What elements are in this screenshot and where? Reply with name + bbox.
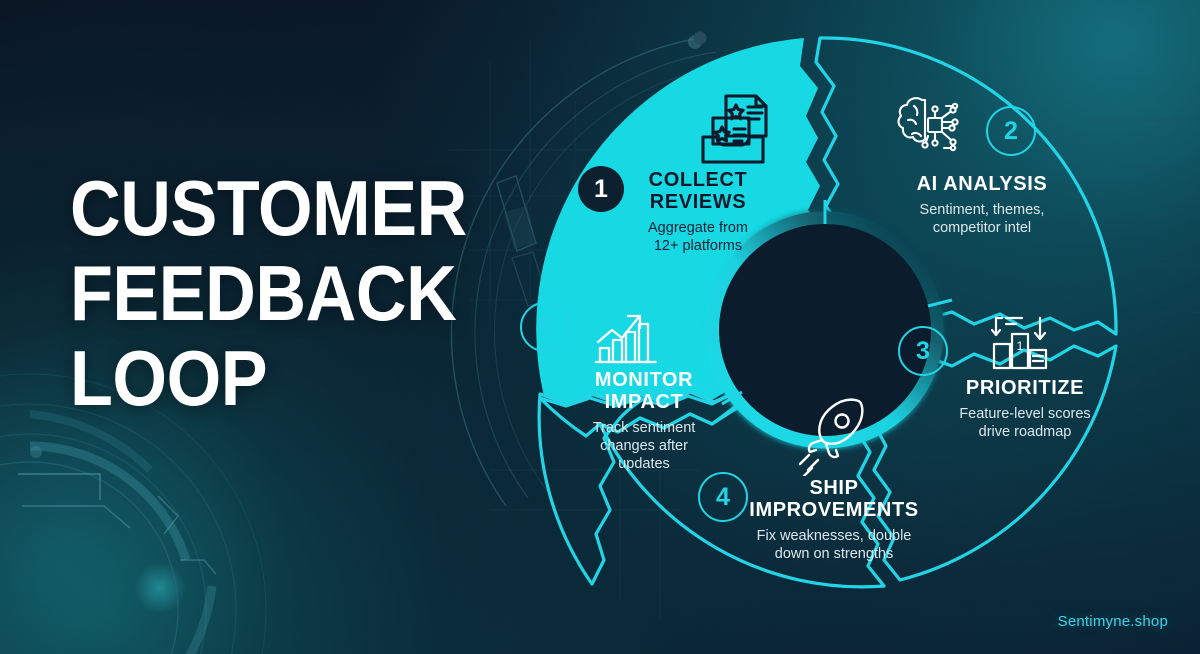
step-3-number: 3	[916, 336, 930, 365]
wheel-hub-core	[719, 224, 931, 436]
step-1-number-badge: 1	[578, 166, 624, 212]
step-3-desc-line-1: Feature-level scores	[959, 405, 1091, 422]
step-4-title-line-1: SHIP	[809, 477, 859, 499]
step-1-title-line-2: REVIEWS	[649, 190, 747, 213]
tech-arc-decor-wheel	[450, 37, 745, 507]
step-1-title-line-1: COLLECT	[648, 169, 748, 191]
step-5-number: 5	[538, 312, 552, 341]
step-5-desc: Track sentiment changes after updates	[548, 419, 740, 474]
step-2-title-line-1: AI ANALYSIS	[916, 173, 1048, 195]
step-3-title: PRIORITIZE	[930, 377, 1120, 400]
step-2-number-badge: 2	[986, 106, 1036, 156]
step-1-number: 1	[594, 174, 608, 203]
step-5-title-line-1: MONITOR	[594, 369, 694, 391]
step-5-desc-line-2: changes after	[600, 437, 688, 454]
step-4-text-block: SHIP IMPROVEMENTS Fix weaknesses, double…	[716, 477, 952, 564]
inbox-reviews-icon	[693, 84, 793, 172]
step-3-number-badge: 3	[898, 326, 948, 376]
step-4-title: SHIP IMPROVEMENTS	[716, 477, 952, 522]
step-1-desc-line-2: 12+ platforms	[653, 237, 743, 254]
step-5-title-line-2: IMPACT	[604, 390, 684, 413]
step-5-text-block: MONITOR IMPACT Track sentiment changes a…	[548, 369, 740, 474]
title-line-1: CUSTOMER	[70, 164, 467, 252]
step-5-title: MONITOR IMPACT	[548, 369, 740, 414]
title-line-3: LOOP	[70, 334, 268, 422]
step-4-desc-line-1: Fix weaknesses, double	[756, 527, 912, 544]
step-2-title: AI ANALYSIS	[872, 173, 1092, 196]
brand-watermark[interactable]: Sentimyne.shop	[1057, 613, 1168, 630]
page-title: CUSTOMER FEEDBACK LOOP	[70, 166, 500, 421]
growth-bar-chart-icon	[592, 306, 664, 368]
step-1-title: COLLECT REVIEWS	[598, 169, 798, 214]
segment-1-collect-reviews	[536, 38, 853, 404]
podium-ranking-icon: 1	[988, 312, 1056, 374]
step-1-text-block: COLLECT REVIEWS Aggregate from 12+ platf…	[598, 169, 798, 256]
step-4-title-line-2: IMPROVEMENTS	[749, 498, 919, 521]
rocket-icon	[786, 398, 872, 476]
step-2-text-block: AI ANALYSIS Sentiment, themes, competito…	[872, 173, 1092, 238]
step-5-desc-line-3: updates	[618, 456, 670, 473]
step-4-desc: Fix weaknesses, double down on strengths	[716, 527, 952, 564]
step-5-desc-line-1: Track sentiment	[592, 419, 696, 436]
step-1-desc-line-1: Aggregate from	[648, 219, 748, 236]
step-3-desc: Feature-level scores drive roadmap	[930, 405, 1120, 442]
title-line-2: FEEDBACK	[70, 249, 457, 337]
step-4-number-badge: 4	[698, 472, 748, 522]
step-5-number-badge: 5	[520, 302, 570, 352]
step-4-desc-line-2: down on strengths	[774, 545, 894, 562]
ai-brain-chip-icon	[892, 92, 968, 166]
step-3-text-block: PRIORITIZE Feature-level scores drive ro…	[930, 377, 1120, 442]
step-4-number: 4	[716, 482, 730, 511]
step-2-desc: Sentiment, themes, competitor intel	[872, 201, 1092, 238]
step-3-desc-line-2: drive roadmap	[978, 424, 1072, 441]
step-1-desc: Aggregate from 12+ platforms	[598, 219, 798, 256]
tech-arc-decor-bottomleft	[0, 373, 267, 654]
svg-text:1: 1	[1017, 339, 1024, 353]
step-2-desc-line-1: Sentiment, themes,	[919, 201, 1045, 218]
step-3-title-line-1: PRIORITIZE	[965, 377, 1085, 399]
step-2-desc-line-2: competitor intel	[932, 220, 1032, 237]
step-2-number: 2	[1004, 116, 1018, 145]
hub-connectors	[721, 200, 953, 406]
